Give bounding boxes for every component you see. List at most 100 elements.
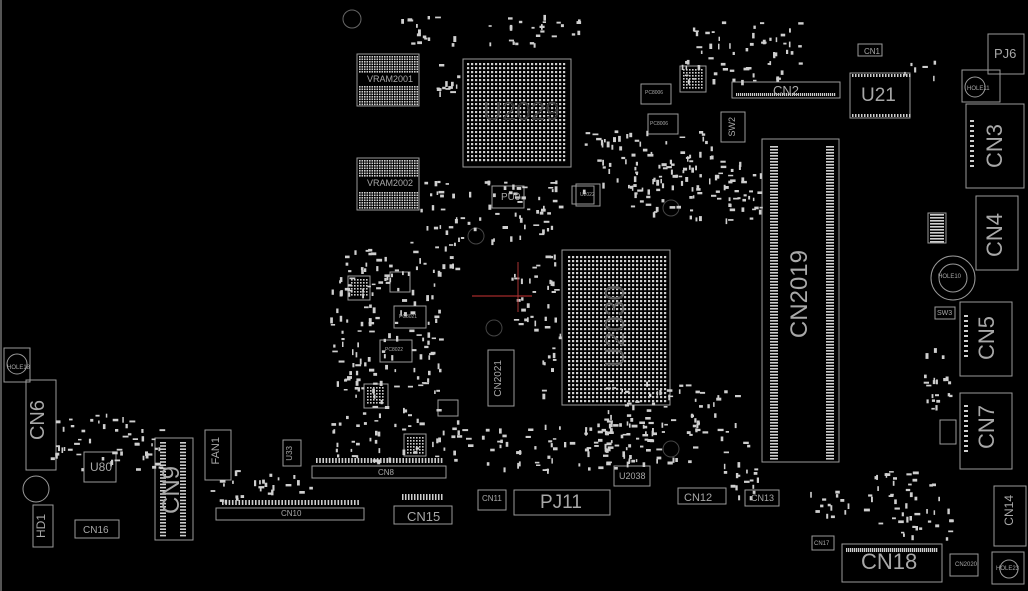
u21-pin: [852, 114, 854, 117]
smd-part: [735, 485, 738, 491]
cn1-label[interactable]: CN1: [864, 47, 881, 56]
cn11-label[interactable]: CN11: [482, 494, 502, 503]
cn15-pin: [420, 494, 422, 500]
cn10-label[interactable]: CN10: [281, 509, 302, 518]
u2030-ball: [620, 352, 623, 355]
sw3-label[interactable]: SW3: [937, 310, 953, 317]
vram2002-label[interactable]: VRAM2002: [367, 178, 414, 188]
u2030-ball: [600, 288, 603, 291]
vram2001-ball: [369, 98, 371, 101]
pu9-label[interactable]: PU9: [501, 192, 521, 203]
cn5-label[interactable]: CN5: [974, 316, 999, 361]
u2030-ball: [628, 276, 631, 279]
u2029-ball: [467, 63, 470, 66]
u2030-ball: [648, 256, 651, 259]
cn2020-label[interactable]: CN2020: [955, 562, 978, 568]
u2029-ball: [511, 127, 514, 130]
u2029-ball: [479, 123, 482, 126]
vram2001-ball: [374, 63, 376, 66]
pc8006b-label[interactable]: PC8006: [650, 121, 669, 127]
cn8-label[interactable]: CN8: [378, 468, 395, 477]
hole10-label[interactable]: HOLE10: [938, 274, 962, 280]
u2030-ball: [584, 292, 587, 295]
smd-part: [648, 421, 654, 425]
cn4-label[interactable]: CN4: [982, 213, 1007, 258]
cn8-pin: [341, 458, 344, 463]
smd-part: [909, 492, 913, 498]
hole11-label[interactable]: HOLE11: [967, 86, 990, 92]
smd-part: [642, 434, 649, 437]
cn2-label[interactable]: CN2: [773, 83, 800, 98]
smd-part: [529, 278, 531, 284]
u21-label[interactable]: U21: [861, 85, 896, 106]
u2029-ball: [519, 91, 522, 94]
cn7-label[interactable]: CN7: [974, 405, 999, 450]
pc8022-label[interactable]: PC8022: [385, 347, 404, 353]
u2029-ball: [539, 159, 542, 162]
cn6-label[interactable]: CN6: [27, 400, 49, 441]
u2030-ball: [600, 272, 603, 275]
sw3-outline: [934, 306, 956, 320]
pj11-label[interactable]: PJ11: [540, 492, 582, 513]
u2030-ball: [624, 344, 627, 347]
smd-part: [614, 130, 619, 134]
u2030-ball: [652, 368, 655, 371]
cn18-label[interactable]: CN18: [861, 549, 918, 574]
u2029-label[interactable]: U2029: [483, 96, 560, 126]
cn12-label[interactable]: CN12: [684, 492, 713, 504]
vram2001-label[interactable]: VRAM2001: [367, 74, 414, 84]
vram2001-ball: [384, 63, 386, 66]
u2029-ball: [531, 107, 534, 110]
u2030-ball: [624, 284, 627, 287]
u2030-ball: [636, 384, 639, 387]
cn17-label[interactable]: CN17: [814, 541, 830, 547]
smd-part: [629, 185, 633, 189]
vram2001-ball: [414, 71, 416, 73]
u2029-ball: [531, 99, 534, 102]
cn7-pin: [964, 425, 968, 427]
vram2001-ball: [384, 71, 386, 73]
u2030-ball: [616, 316, 619, 319]
smd-part: [525, 435, 531, 438]
u2029-ball: [539, 143, 542, 146]
chip-pad: [422, 446, 424, 448]
cn15-label[interactable]: CN15: [407, 509, 441, 524]
cn9-label[interactable]: CN9: [158, 466, 185, 515]
smd-part: [391, 355, 394, 361]
u2030-ball: [576, 300, 579, 303]
pc8006-label[interactable]: PC8006: [645, 90, 664, 96]
chip-pad: [366, 288, 368, 290]
pc8021-label[interactable]: PC8021: [399, 314, 418, 320]
u2029-ball: [491, 147, 494, 150]
pj6-label[interactable]: PJ6: [994, 46, 1017, 61]
u2030-ball: [616, 300, 619, 303]
vram2001-ball: [401, 88, 404, 91]
vram2002-ball: [414, 167, 416, 170]
hole18-ring: [6, 353, 28, 375]
sw2-label[interactable]: SW2: [727, 117, 737, 137]
u2022-label[interactable]: U2022: [580, 192, 595, 198]
cn3-label[interactable]: CN3: [982, 124, 1007, 169]
vram2002-ball: [384, 170, 386, 172]
u2030-ball: [652, 300, 655, 303]
cn14-label[interactable]: CN14: [1002, 495, 1016, 526]
u80-label[interactable]: U80: [90, 460, 113, 474]
u33-label[interactable]: U33: [285, 446, 294, 461]
cn9-pin: [180, 525, 186, 527]
u2030-ball: [604, 352, 607, 355]
smd-part: [700, 50, 703, 54]
u2038-label[interactable]: U2038: [619, 471, 646, 481]
cn13-label[interactable]: CN13: [751, 493, 775, 503]
smd-part: [724, 390, 728, 394]
cn2019-label[interactable]: CN2019: [786, 250, 813, 339]
fan1-label[interactable]: FAN1: [210, 437, 222, 465]
hole23-label[interactable]: HOLE23: [996, 566, 1020, 572]
u2030-label[interactable]: U2030: [599, 285, 630, 368]
hole18-label[interactable]: HOLE18: [7, 365, 31, 371]
hd1-label[interactable]: HD1: [34, 514, 48, 539]
cn16-label[interactable]: CN16: [83, 525, 109, 536]
cn2021-label[interactable]: CN2021: [493, 360, 504, 397]
u2030-ball: [652, 304, 655, 307]
smd-part: [619, 146, 623, 151]
cn2019-pin: [770, 317, 778, 319]
